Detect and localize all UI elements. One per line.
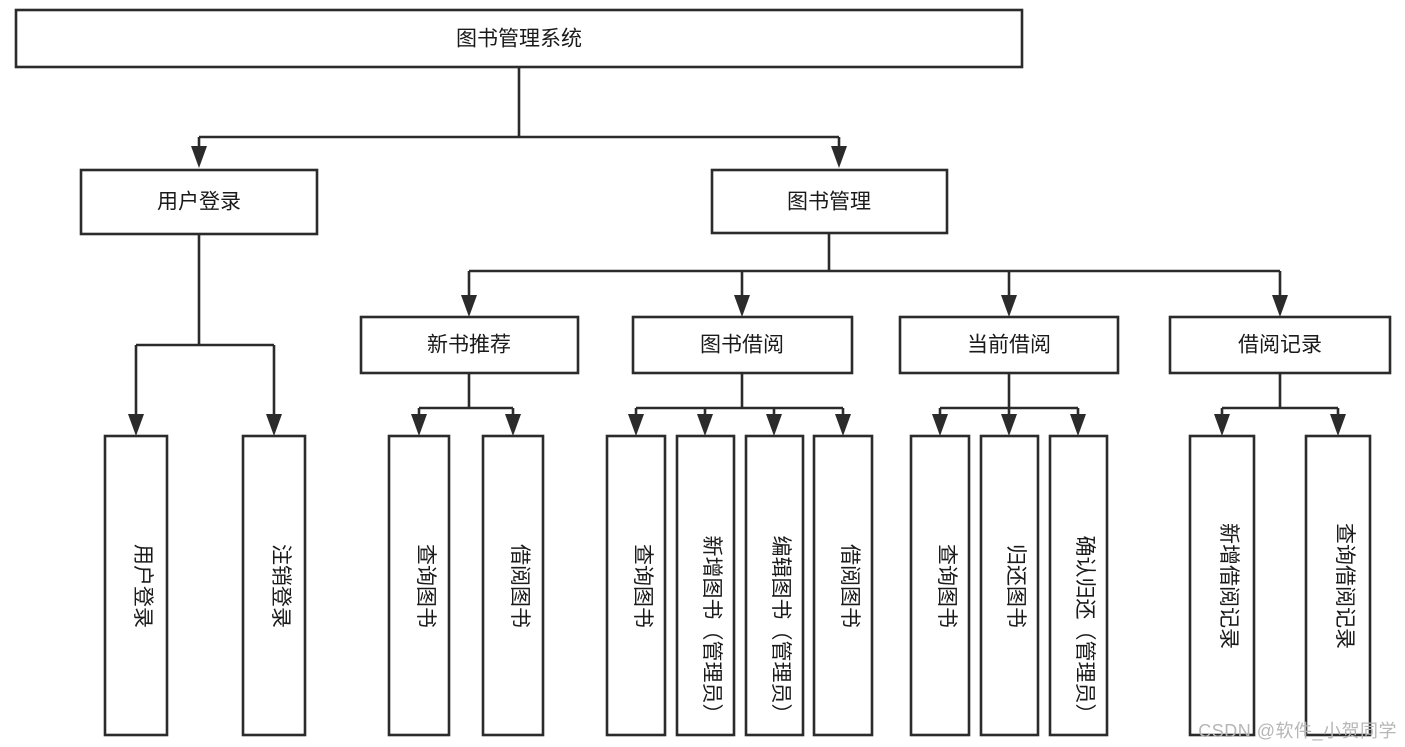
arrow-head-icon [1001, 414, 1017, 436]
node-leaf-add-book-label: 新增图书（管理员） [700, 536, 723, 725]
node-leaf-borrow-book-2[interactable]: 借阅图书 [812, 434, 874, 737]
node-leaf-confirm-return[interactable]: 确认归还（管理员） [1048, 434, 1109, 737]
connector-bookborrow-to-leaves [628, 373, 851, 436]
node-borrow-record[interactable]: 借阅记录 [1168, 315, 1392, 375]
arrow-head-icon [1214, 414, 1230, 436]
node-leaf-return-book[interactable]: 归还图书 [979, 434, 1040, 737]
node-leaf-confirm-return-label: 确认归还（管理员） [1073, 536, 1096, 725]
node-leaf-add-record[interactable]: 新增借阅记录 [1188, 434, 1256, 737]
arrow-head-icon [266, 414, 282, 436]
node-leaf-edit-book[interactable]: 编辑图书（管理员） [744, 434, 805, 737]
arrow-head-icon [835, 414, 851, 436]
node-leaf-query-record[interactable]: 查询借阅记录 [1304, 434, 1372, 737]
node-book-manage-label: 图书管理 [787, 191, 871, 214]
node-leaf-add-book[interactable]: 新增图书（管理员） [675, 434, 736, 737]
node-book-manage[interactable]: 图书管理 [710, 168, 949, 235]
node-leaf-edit-book-label: 编辑图书（管理员） [769, 536, 792, 725]
arrow-head-icon [766, 414, 782, 436]
node-leaf-add-record-label: 新增借阅记录 [1217, 523, 1240, 649]
arrow-head-icon [628, 414, 644, 436]
arrow-head-icon [697, 414, 713, 436]
arrow-head-icon [1272, 295, 1288, 317]
arrow-head-icon [505, 414, 521, 436]
node-leaf-query-book-3[interactable]: 查询图书 [909, 434, 971, 737]
connector-root-to-level2 [191, 67, 847, 168]
node-current-borrow-label: 当前借阅 [967, 334, 1051, 357]
node-leaf-query-record-label: 查询借阅记录 [1333, 523, 1356, 649]
connector-userlogin-to-leaves [128, 234, 282, 436]
arrow-head-icon [1001, 295, 1017, 317]
node-leaf-query-book-1[interactable]: 查询图书 [387, 434, 451, 737]
arrow-head-icon [1070, 414, 1086, 436]
connector-currentborrow-to-leaves [932, 373, 1086, 436]
node-root-label: 图书管理系统 [456, 28, 582, 51]
node-book-borrow-label: 图书借阅 [700, 334, 784, 357]
connector-bookmanage-to-level3 [461, 233, 1288, 317]
node-leaf-query-book-1-label: 查询图书 [414, 544, 437, 628]
node-leaf-borrow-book-1-label: 借阅图书 [508, 544, 531, 628]
arrow-head-icon [1330, 414, 1346, 436]
node-new-book-rec-label: 新书推荐 [427, 334, 511, 357]
arrow-head-icon [191, 146, 207, 168]
node-user-login[interactable]: 用户登录 [79, 168, 319, 236]
arrow-head-icon [461, 295, 477, 317]
arrow-head-icon [128, 414, 144, 436]
arrow-head-icon [831, 146, 847, 168]
node-book-borrow[interactable]: 图书借阅 [631, 315, 854, 375]
node-user-login-label: 用户登录 [157, 191, 241, 214]
node-leaf-query-book-2[interactable]: 查询图书 [605, 434, 667, 737]
node-leaf-return-book-label: 归还图书 [1004, 544, 1027, 628]
arrow-head-icon [734, 295, 750, 317]
node-new-book-rec[interactable]: 新书推荐 [359, 315, 580, 375]
csdn-watermark: CSDN @软件_小贺同学 [1198, 721, 1397, 741]
node-leaf-borrow-book-2-label: 借阅图书 [838, 544, 861, 628]
node-leaf-query-book-2-label: 查询图书 [631, 544, 654, 628]
node-leaf-logout-label: 注销登录 [269, 544, 292, 628]
connector-borrowrecord-to-leaves [1214, 373, 1346, 436]
node-current-borrow[interactable]: 当前借阅 [898, 315, 1120, 375]
node-leaf-borrow-book-1[interactable]: 借阅图书 [481, 434, 545, 737]
arrow-head-icon [932, 414, 948, 436]
node-leaf-query-book-3-label: 查询图书 [935, 544, 958, 628]
arrow-head-icon [411, 414, 427, 436]
node-leaf-user-login-label: 用户登录 [131, 544, 154, 628]
node-root-system[interactable]: 图书管理系统 [14, 8, 1024, 69]
node-leaf-user-login[interactable]: 用户登录 [103, 434, 169, 737]
node-leaf-logout[interactable]: 注销登录 [241, 434, 307, 737]
connector-newbook-to-leaves [411, 373, 521, 436]
node-borrow-record-label: 借阅记录 [1238, 334, 1322, 357]
